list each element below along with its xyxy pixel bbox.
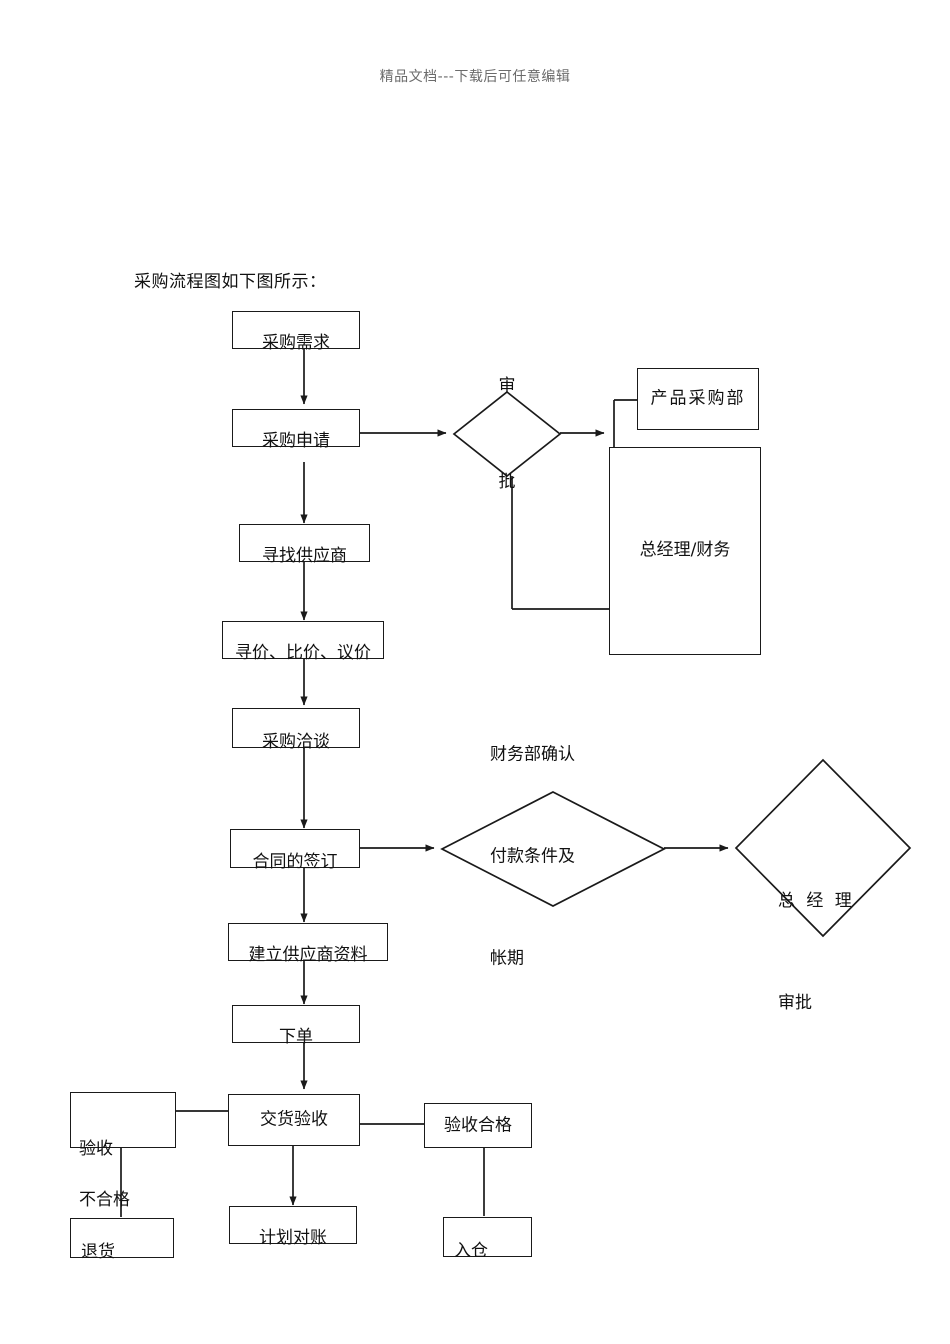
gm-approval-diamond-shape <box>734 758 912 938</box>
node-place-order-label: 下单 <box>279 1027 313 1047</box>
node-delivery-inspection[interactable]: 交货验收 <box>228 1094 360 1146</box>
node-warehouse-in[interactable]: 入仓 <box>443 1217 532 1261</box>
node-gm-approval-decision[interactable]: 总 经 理 审批 <box>734 758 912 1013</box>
node-purchase-negotiation-label: 采购洽谈 <box>262 732 330 752</box>
node-approval-label-line2: 批 <box>498 472 516 493</box>
node-product-purchasing-dept-label: 产品采购部 <box>650 388 746 409</box>
intro-line: 采购流程图如下图所示： <box>134 272 327 292</box>
node-create-supplier-record[interactable]: 建立供应商资料 <box>228 923 388 965</box>
node-find-supplier-label: 寻找供应商 <box>262 546 347 566</box>
node-approval-label-line1: 审 <box>498 375 516 396</box>
node-return-goods[interactable]: 退货 <box>70 1218 174 1262</box>
page-watermark-header: 精品文档---下载后可任意编辑 <box>379 69 571 85</box>
node-product-purchasing-dept[interactable]: 产品采购部 <box>637 368 759 430</box>
finance-confirm-diamond-shape <box>440 791 666 907</box>
node-purchase-application-label: 采购申请 <box>262 431 330 451</box>
node-price-inquiry-compare-label: 寻价、比价、议价 <box>235 643 371 663</box>
node-inspection-passed[interactable]: 验收合格 <box>424 1103 532 1148</box>
node-inspection-passed-label: 验收合格 <box>444 1115 512 1135</box>
approval-diamond-shape <box>452 390 562 478</box>
node-inspection-failed-label-line2: 不合格 <box>79 1190 130 1210</box>
node-finance-confirm-label-line3: 帐期 <box>490 948 524 969</box>
node-gm-finance[interactable]: 总经理/财务 <box>609 447 761 655</box>
node-finance-confirm-decision[interactable]: 财务部确认 付款条件及 帐期 <box>440 744 666 968</box>
node-purchase-negotiation[interactable]: 采购洽谈 <box>232 708 360 752</box>
node-inspection-failed-label-line1: 验收 <box>79 1139 113 1159</box>
node-approval-decision[interactable]: 审 批 <box>452 375 562 492</box>
node-place-order[interactable]: 下单 <box>232 1005 360 1047</box>
node-price-inquiry-compare[interactable]: 寻价、比价、议价 <box>222 621 384 663</box>
node-purchase-application[interactable]: 采购申请 <box>232 409 360 451</box>
node-inspection-failed[interactable]: 验收 不合格 <box>70 1092 176 1209</box>
node-finance-confirm-label-line2: 付款条件及 <box>490 846 575 867</box>
node-contract-signing[interactable]: 合同的签订 <box>230 829 360 872</box>
node-gm-approval-label-line1: 总 经 理 <box>778 891 855 911</box>
node-delivery-inspection-label: 交货验收 <box>260 1109 328 1130</box>
node-find-supplier[interactable]: 寻找供应商 <box>239 524 370 566</box>
node-return-goods-label: 退货 <box>81 1242 115 1262</box>
node-purchase-demand[interactable]: 采购需求 <box>232 311 360 353</box>
node-contract-signing-label: 合同的签订 <box>252 852 338 872</box>
node-finance-confirm-label-line1: 财务部确认 <box>490 744 575 765</box>
node-gm-finance-label: 总经理/财务 <box>639 540 731 560</box>
node-create-supplier-record-label: 建立供应商资料 <box>248 945 368 965</box>
node-purchase-demand-label: 采购需求 <box>262 333 330 353</box>
node-warehouse-in-label: 入仓 <box>454 1241 488 1261</box>
node-plan-reconciliation[interactable]: 计划对账 <box>229 1206 357 1248</box>
node-plan-reconciliation-label: 计划对账 <box>259 1228 327 1248</box>
node-gm-approval-label-line2: 审批 <box>778 993 812 1013</box>
